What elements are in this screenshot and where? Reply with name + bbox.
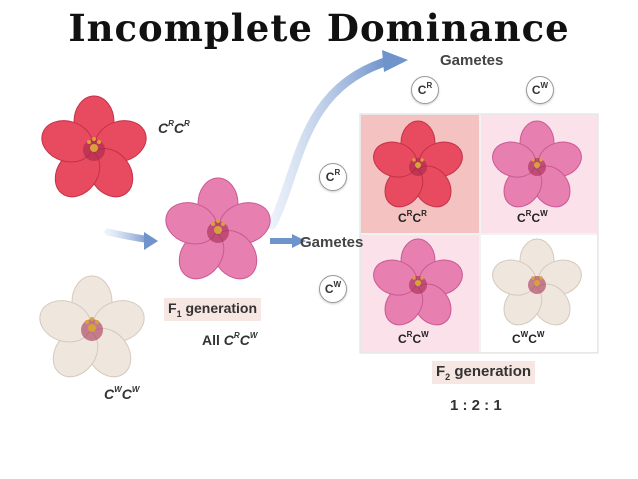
punnett-genotype-ww: CWCW (512, 330, 545, 347)
arrow-to-gametes-top (267, 57, 390, 230)
parent-white-genotype: CWCW (104, 385, 140, 402)
page-title: Incomplete Dominance (68, 6, 570, 50)
f2-generation-label: F2 generation (432, 361, 536, 384)
red-flower-icon (368, 120, 468, 215)
gamete-side-cr: CR (319, 163, 347, 191)
gametes-side-label: Gametes (300, 234, 364, 251)
parent-red-genotype: CRCR (158, 119, 190, 136)
white-flower-icon (487, 238, 587, 333)
f2-ratio: 1 : 2 : 1 (450, 397, 502, 414)
punnett-genotype-rw-top: CRCW (517, 209, 548, 226)
f1-generation-label: F1 generation (164, 298, 262, 321)
punnett-genotype-rw-bottom: CRCW (398, 330, 429, 347)
gametes-top-label: Gametes (440, 52, 504, 69)
arrow-to-gametes-top-head (382, 50, 408, 72)
arrow-to-f1-head (144, 232, 158, 250)
arrow-to-gametes-side-head (292, 234, 306, 248)
gamete-top-cr: CR (411, 76, 439, 104)
gamete-side-cw: CW (319, 275, 347, 303)
gamete-top-cw: CW (526, 76, 554, 104)
pink-flower-icon (368, 238, 468, 333)
pink-flower-icon (487, 120, 587, 215)
punnett-genotype-rr: CRCR (398, 209, 427, 226)
f1-genotype-all: All CRCW (202, 331, 258, 348)
